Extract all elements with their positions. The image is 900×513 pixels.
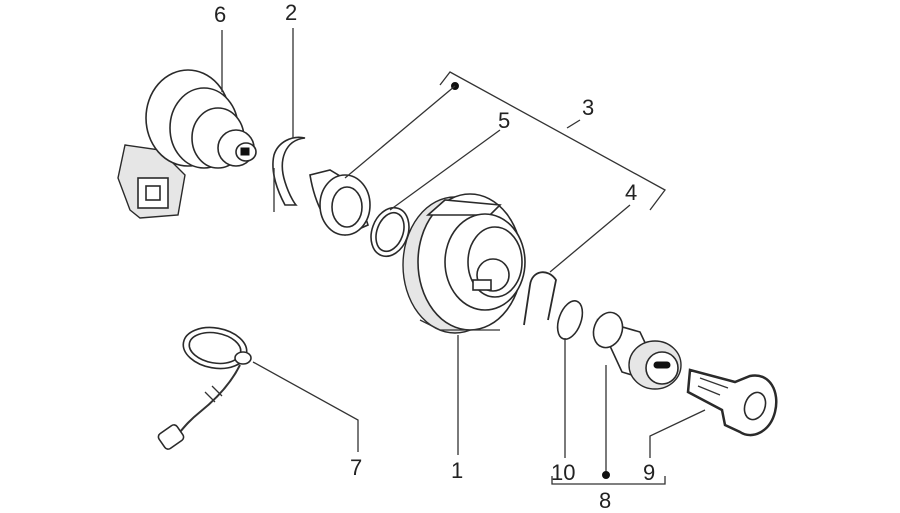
- label-10: 10: [551, 460, 575, 485]
- label-3: 3: [582, 95, 594, 120]
- label-8: 8: [599, 488, 611, 513]
- part-4-spring-clip: [523, 271, 557, 326]
- label-9: 9: [643, 460, 655, 485]
- label-5: 5: [498, 108, 510, 133]
- part-2-seal: [272, 136, 306, 212]
- label-1: 1: [451, 458, 463, 483]
- part-8-key-cylinder: [592, 311, 682, 390]
- part-sleeve: [309, 169, 371, 236]
- label-6: 6: [214, 2, 226, 27]
- leader-lines: [221, 28, 706, 485]
- label-7: 7: [350, 455, 362, 480]
- part-9-key: [686, 368, 778, 437]
- part-1-lock-body: [402, 193, 526, 334]
- label-2: 2: [285, 0, 297, 25]
- callout-labels: 6 2 3 5 4 1 7 10 9 8: [214, 0, 655, 513]
- part-6-switch-housing: [117, 69, 257, 219]
- label-4: 4: [625, 180, 637, 205]
- part-7-sensor-ring: [157, 326, 252, 450]
- part-10-washer: [556, 300, 584, 340]
